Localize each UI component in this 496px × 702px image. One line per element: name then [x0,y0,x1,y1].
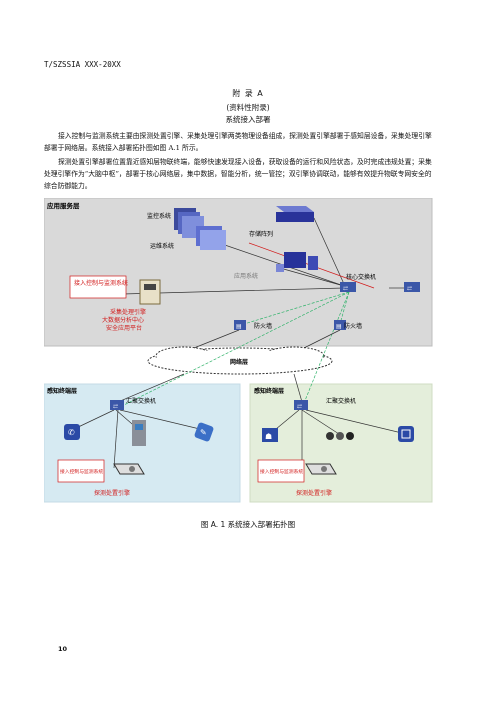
firewall-right-label: 防火墙 [344,322,362,330]
svg-text:▤: ▤ [336,323,342,330]
bigdata-center-label: 大数据分析中心 [102,316,144,324]
sense-left-label: 感知终端层 [47,387,77,395]
svg-text:⇄: ⇄ [297,403,302,410]
page-number: 10 [58,645,68,653]
core-switch-label: 核心交换机 [346,273,376,281]
network-layer-label: 网络层 [230,358,248,366]
svg-text:✆: ✆ [68,428,75,437]
agg-switch-right-label: 汇聚交换机 [326,397,356,405]
connection-lines [71,217,407,469]
access-monitor-left-box [57,459,105,483]
detect-engine-right-label: 探测处置引擎 [296,489,332,497]
camera-group-icon [326,432,354,440]
access-monitor-top-label: 接入控制与监测系统 [74,279,128,287]
detect-engine-right-icon [305,463,337,475]
paragraph-1: 接入控制与监测系统主要由探测处置引擎、采集处理引擎两类物理设备组成，探测处置引擎… [44,132,432,152]
standard-code-header: T/SZSSIA XXX-20XX [44,60,121,69]
access-monitor-right-box [257,459,305,483]
app-layer-label: 应用服务层 [47,201,80,210]
kiosk-device-icon [132,420,146,446]
svg-text:✎: ✎ [200,428,207,437]
monitor-system-label: 监控系统 [147,212,171,220]
appendix-type: (资料性附录) [226,103,270,112]
network-cloud-shape [147,346,333,375]
firewall-right-icon: ▤ [334,320,346,330]
firewall-left-label: 防火墙 [254,322,272,330]
chip-device-icon [398,426,414,442]
appendix-title: 附 录 A [232,89,264,98]
security-platform-label: 安全应用平台 [106,324,142,332]
firewall-left-icon: ▤ [234,320,246,330]
ops-system-label: 运维系统 [150,242,174,250]
svg-text:▤: ▤ [236,323,242,330]
agg-switch-left-icon: ⇄ [110,400,124,410]
core-switch-icon: ⇄ [340,282,356,292]
agg-switch-left-label: 汇聚交换机 [126,397,156,405]
ops-server-icon [196,226,226,250]
appendix-name: 系统接入部署 [225,115,271,124]
detect-engine-left-icon [113,463,145,475]
collect-engine-icon [139,279,161,305]
svg-text:⇄: ⇄ [407,285,412,292]
topology-figure: 应用服务层 网络层 感知终端层 感知终端层 [44,198,433,503]
app-system-icon [276,252,318,272]
figure-caption: 图 A. 1 系统接入部署拓扑图 [200,520,296,529]
svg-text:⇄: ⇄ [113,403,118,410]
sense-right-label: 感知终端层 [254,387,284,395]
detect-engine-left-label: 探测处置引擎 [94,489,130,497]
access-monitor-top-box [69,275,127,299]
monitor-server-icon [174,208,204,238]
storage-array-label: 存储阵列 [249,230,273,238]
operator-terminal-icon: ☗ [262,428,278,442]
terminal-card-icon: ✎ [194,422,214,442]
app-system-label: 应用系统 [234,272,258,280]
terminal-phone-icon: ✆ [64,424,80,440]
access-monitor-left-label: 接入控制与监测系统 [60,468,103,475]
storage-array-icon [276,206,314,222]
access-monitor-right-label: 接入控制与监测系统 [260,468,303,475]
paragraph-2: 探测处置引擎部署位置靠近感知层物联终端，能够快速发现接入设备，获取设备的运行和风… [44,158,432,190]
collect-engine-label: 采集处理引擎 [110,308,146,316]
agg-switch-right-icon: ⇄ [294,400,308,410]
svg-text:☗: ☗ [265,432,272,441]
svg-text:⇄: ⇄ [343,285,348,292]
core-switch-right-icon: ⇄ [404,282,420,292]
